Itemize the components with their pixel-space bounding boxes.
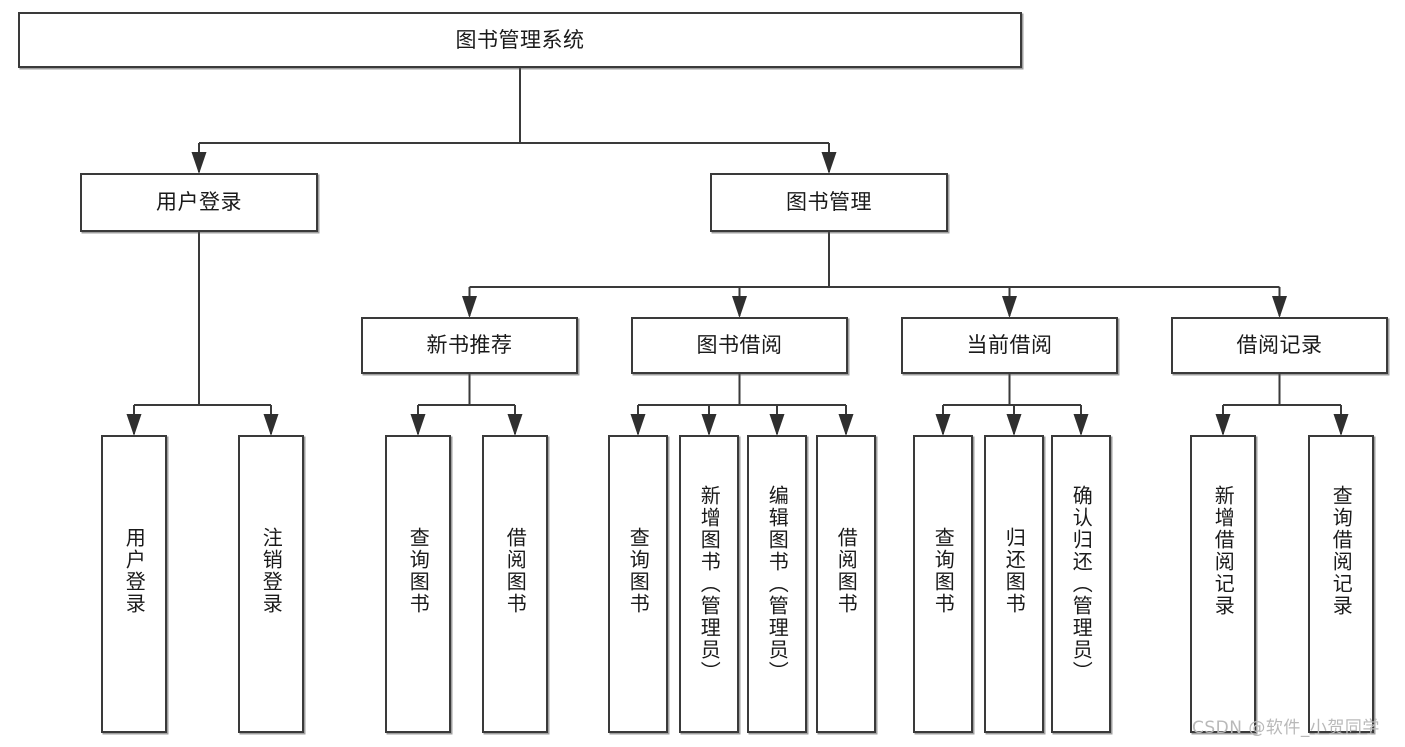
node-bb_query: 查询图书 — [608, 435, 668, 733]
node-nb_query: 查询图书 — [385, 435, 451, 733]
node-label: 新书推荐 — [426, 333, 513, 358]
node-label: 查询图书 — [626, 527, 651, 615]
connector-arrowhead — [1272, 296, 1287, 318]
connector-arrowhead — [1073, 414, 1089, 436]
connector-arrowhead — [462, 296, 477, 318]
node-bb_borrow: 借阅图书 — [816, 435, 876, 733]
node-label: 新增图书（管理员） — [697, 485, 722, 683]
connector-arrowhead — [1333, 414, 1349, 436]
node-rc_query: 查询借阅记录 — [1308, 435, 1374, 733]
connector-arrowhead — [126, 414, 142, 436]
node-label: 图书借阅 — [696, 333, 783, 358]
node-cb_return: 归还图书 — [984, 435, 1044, 733]
node-label: 注销登录 — [259, 527, 284, 615]
node-label: 新增借阅记录 — [1211, 485, 1236, 617]
node-nb_borrow: 借阅图书 — [482, 435, 548, 733]
node-borrow: 图书借阅 — [631, 317, 848, 374]
node-current: 当前借阅 — [901, 317, 1118, 374]
connector-arrowhead — [838, 414, 854, 436]
node-login: 用户登录 — [80, 173, 318, 232]
node-l_login: 用户登录 — [101, 435, 167, 733]
node-rc_add: 新增借阅记录 — [1190, 435, 1256, 733]
connector-arrowhead — [935, 414, 951, 436]
watermark-text: CSDN @软件_小贺同学 — [1192, 718, 1380, 738]
node-newbook: 新书推荐 — [361, 317, 578, 374]
node-label: 确认归还（管理员） — [1069, 485, 1094, 683]
node-label: 借阅图书 — [834, 527, 859, 615]
connector-arrowhead — [1215, 414, 1231, 436]
node-l_logout: 注销登录 — [238, 435, 304, 733]
node-label: 用户登录 — [156, 190, 242, 215]
connector-arrowhead — [701, 414, 717, 436]
node-label: 查询图书 — [406, 527, 431, 615]
connector-arrowhead — [410, 414, 426, 436]
connector-arrowhead — [821, 152, 837, 174]
node-label: 查询借阅记录 — [1329, 485, 1354, 617]
node-label: 图书管理 — [786, 190, 872, 215]
connector-arrowhead — [263, 414, 279, 436]
connector-arrowhead — [1002, 296, 1017, 318]
connector-arrowhead — [732, 296, 747, 318]
node-bookmgmt: 图书管理 — [710, 173, 948, 232]
node-records: 借阅记录 — [1171, 317, 1388, 374]
connector-arrowhead — [630, 414, 646, 436]
node-cb_query: 查询图书 — [913, 435, 973, 733]
node-label: 当前借阅 — [966, 333, 1053, 358]
node-label: 查询图书 — [931, 527, 956, 615]
connector-arrowhead — [507, 414, 523, 436]
node-label: 图书管理系统 — [455, 27, 585, 52]
node-label: 用户登录 — [122, 527, 147, 615]
connector-arrowhead — [769, 414, 785, 436]
connector-arrowhead — [191, 152, 207, 174]
node-label: 借阅记录 — [1236, 333, 1323, 358]
node-bb_edit: 编辑图书（管理员） — [747, 435, 807, 733]
node-label: 归还图书 — [1002, 527, 1027, 615]
node-label: 借阅图书 — [503, 527, 528, 615]
node-cb_confirm: 确认归还（管理员） — [1051, 435, 1111, 733]
node-root: 图书管理系统 — [18, 12, 1022, 68]
node-label: 编辑图书（管理员） — [765, 485, 790, 683]
connector-arrowhead — [1006, 414, 1022, 436]
node-bb_add: 新增图书（管理员） — [679, 435, 739, 733]
